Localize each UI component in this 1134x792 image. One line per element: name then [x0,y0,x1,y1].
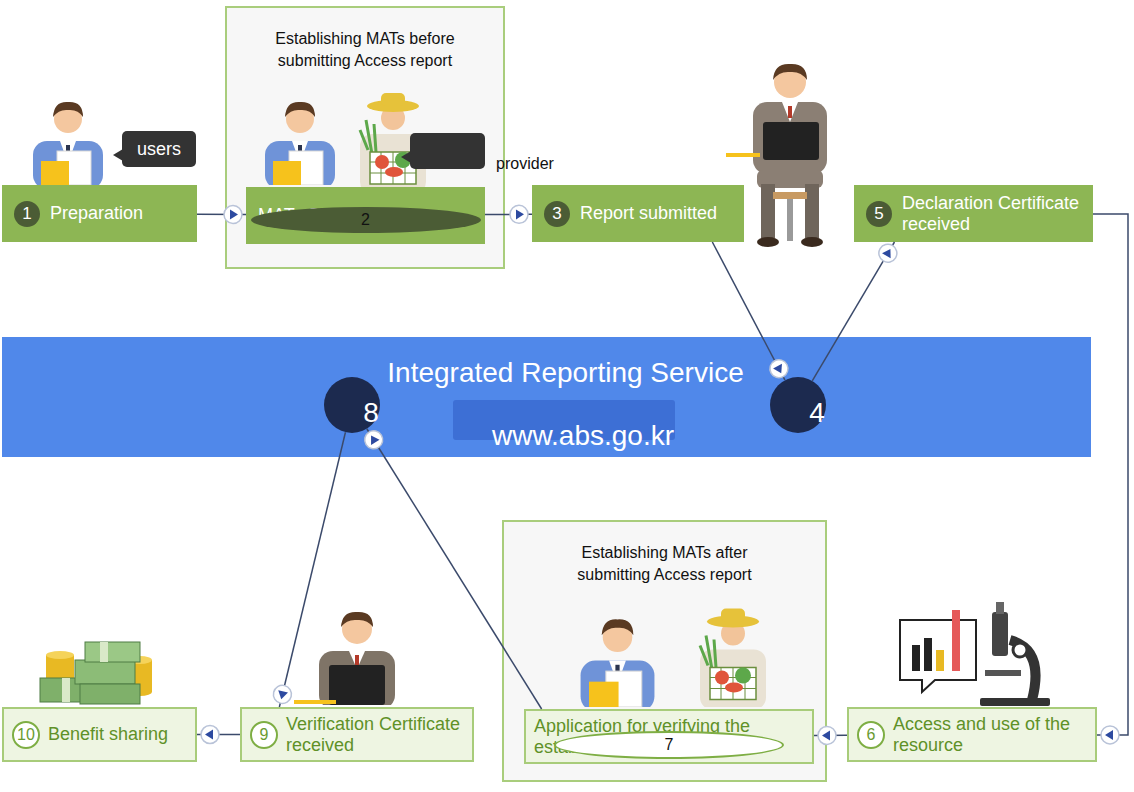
flow-connector [197,213,246,215]
flow-connector [367,429,542,709]
process-box: 7Application for verifying the establish… [524,709,814,764]
callout-bubble: provider [410,133,485,169]
banknotes [85,642,140,662]
process-box: 9 Verification Certificate received [240,707,474,762]
seated-user-figure [753,64,827,247]
panel-heading: Establishing MATs before submitting Acce… [250,28,480,73]
banknotes [40,678,100,702]
flow-connector [279,432,345,707]
step-label: Declaration Certificate received [902,193,1081,233]
flow-connector [814,735,847,737]
flow-connector [485,214,532,216]
step-number: 10 [12,721,40,749]
flow-connector [712,242,785,380]
circle-number: 8 [324,397,380,429]
flow-connector [812,242,894,381]
tube [992,612,1008,656]
callout-text: users [137,139,181,160]
eyepiece [996,602,1004,614]
pen [294,700,336,704]
step-number: 9 [250,721,278,749]
process-box: 6 Access and use of the resource [847,707,1097,762]
step-label: Preparation [50,203,143,223]
band [100,642,108,662]
step-circle: 8 [324,377,380,433]
step-circle: 4 [770,377,826,433]
step-label: Verification Certificate received [286,714,464,754]
service-band: Integrated Reporting Service www.abs.go.k… [2,337,1091,457]
chart-bubble [900,610,976,692]
step-number: 1 [14,201,40,227]
callout-text: provider [410,153,640,175]
money-stack [40,642,152,704]
step-label: Access and use of the resource [893,714,1087,754]
bar [912,645,920,671]
flow-connector [1093,214,1128,735]
band-title: Integrated Reporting Service [2,357,1091,389]
user-figure [265,102,335,189]
coin-stack [46,655,74,692]
knob [1013,643,1027,657]
user-figure [581,619,655,711]
group-panel: Establishing MATs after submitting Acces… [502,520,827,782]
bar [952,610,960,671]
step-number: 5 [866,201,892,227]
process-box: 3 Report submitted [532,185,744,242]
provider-figure [360,93,426,194]
group-panel: Establishing MATs before submitting Acce… [225,6,505,269]
flow-connector [197,734,240,736]
banknotes [80,684,140,704]
step-number: 3 [544,201,570,227]
stage [985,670,1021,676]
callout-bubble: users [122,131,196,167]
coin [46,688,74,696]
coin [46,651,74,659]
coin-stack [128,660,152,692]
url-text: www.abs.go.kr [453,420,675,452]
pen [726,153,760,157]
coin [128,656,152,664]
step-label: Report submitted [580,203,717,223]
bubble [900,620,976,692]
arm [1010,640,1036,700]
step-number: 6 [857,721,885,749]
step-number: 2 [251,207,481,233]
provider-figure [700,609,766,710]
process-box: 1 Preparation [2,185,197,242]
coin [128,688,152,696]
url-box: www.abs.go.kr [453,400,675,440]
step-label: Benefit sharing [48,724,168,744]
panel-heading: Establishing MATs after submitting Acces… [550,542,780,587]
banknotes [75,660,135,684]
circle-number: 4 [770,397,826,429]
band [62,678,70,702]
desk-user-figure [319,612,395,709]
microscope [980,602,1050,706]
step-number: 7 [554,731,784,759]
process-box: 10 Benefit sharing [2,707,197,762]
process-box: 5 Declaration Certificate received [854,185,1093,242]
bar [936,650,944,671]
user-figure [33,102,103,189]
process-box: 2MATs Concluded [246,187,485,244]
bar [924,638,932,671]
base [980,698,1050,706]
